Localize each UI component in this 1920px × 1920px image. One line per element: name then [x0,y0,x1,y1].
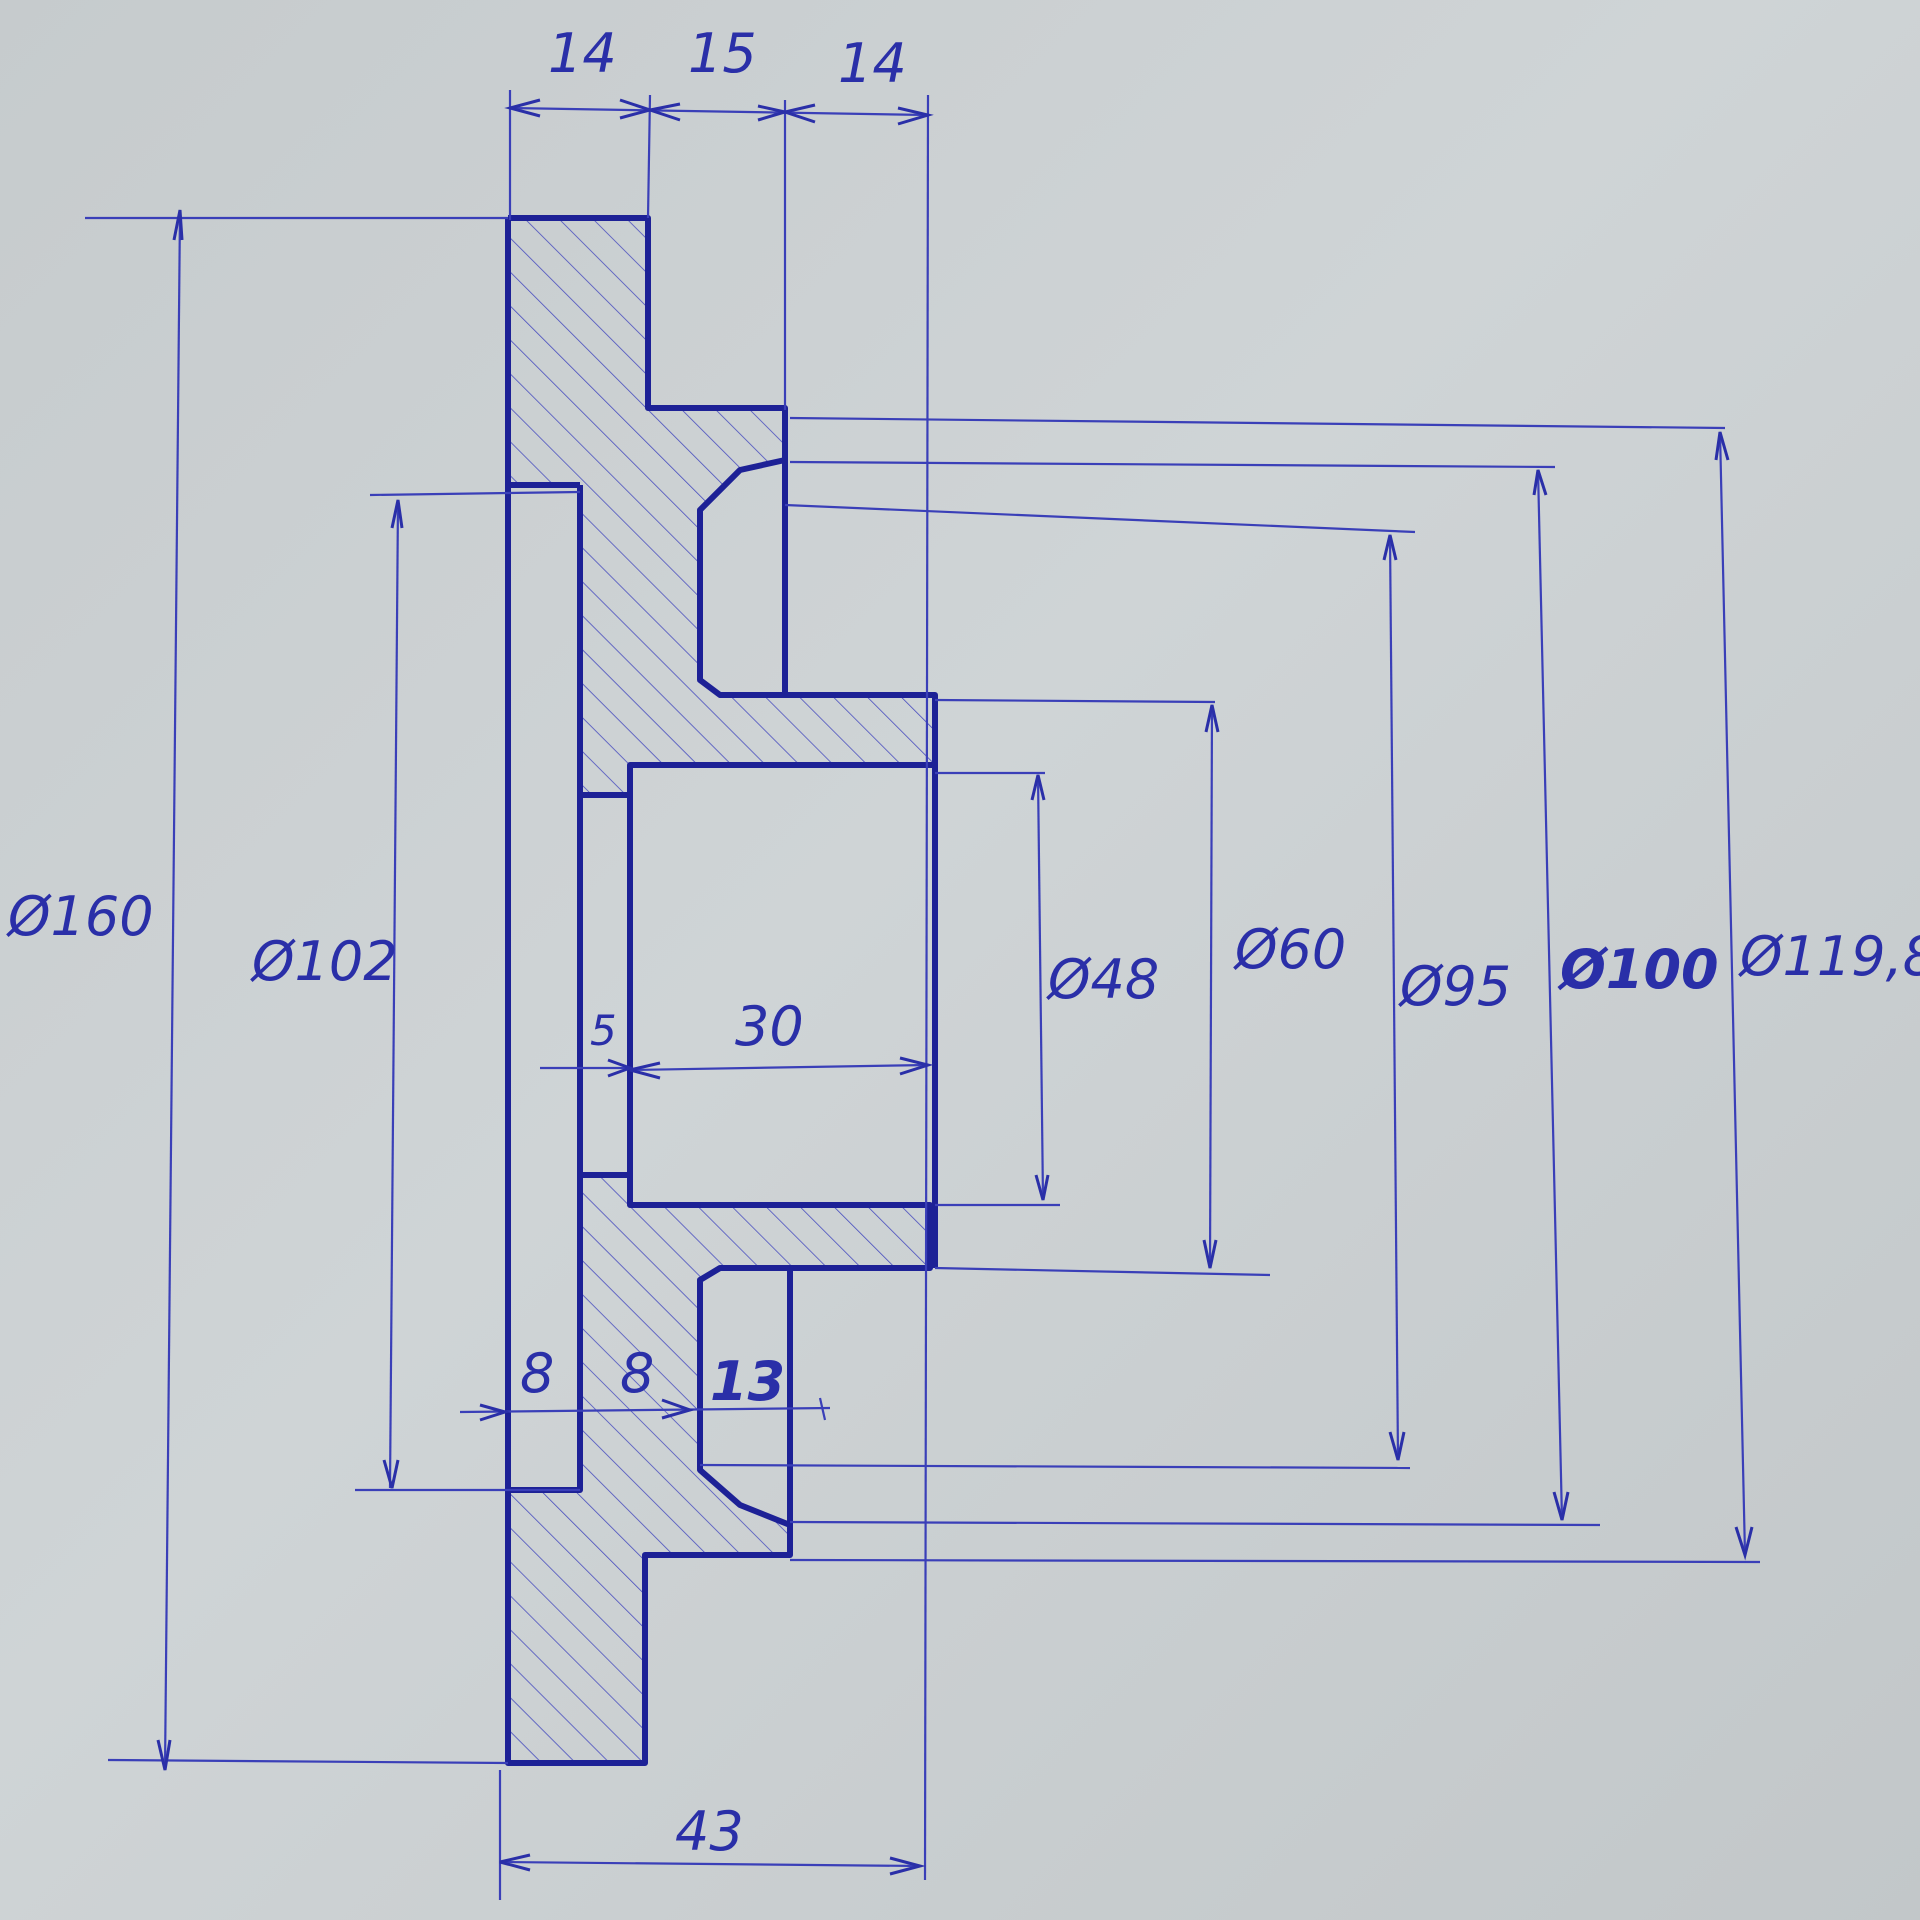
dimension-labels: 14 15 14 43 Ø160 Ø102 Ø48 Ø60 Ø95 Ø100 Ø… [6,22,1920,1863]
dim-dia-48: Ø48 [1046,948,1159,1011]
dim-dia-95: Ø95 [1398,955,1511,1018]
dim-dia-119-8: Ø119,8 [1738,925,1920,988]
dim-dia-100: Ø100 [1557,938,1719,1001]
dim-flange-8-left: 8 [520,1342,554,1405]
arrowheads [156,98,1754,1876]
dim-groove-13: 13 [710,1350,785,1413]
dim-dia-102: Ø102 [250,930,398,993]
section-hatching [505,218,935,1763]
dimension-lines [85,90,1761,1900]
dim-overall-43: 43 [675,1800,744,1863]
dim-dia-60: Ø60 [1233,918,1346,981]
dim-bore-30: 30 [735,995,804,1058]
dim-top-14-right: 14 [838,32,907,95]
dim-top-14-left: 14 [548,22,617,85]
dim-step-5: 5 [590,1006,617,1055]
dim-flange-8-right: 8 [620,1342,654,1405]
dim-top-15: 15 [688,22,757,85]
dim-dia-160: Ø160 [6,885,154,948]
